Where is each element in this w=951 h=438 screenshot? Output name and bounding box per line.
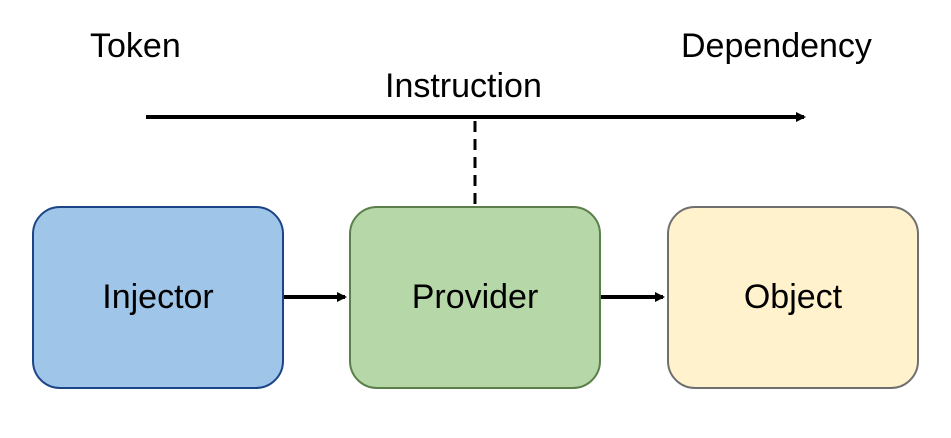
provider-node: Provider bbox=[349, 206, 601, 389]
object-node: Object bbox=[667, 206, 919, 389]
dependency-label: Dependency bbox=[681, 27, 872, 65]
token-label: Token bbox=[90, 27, 181, 65]
instruction-label: Instruction bbox=[385, 67, 542, 105]
object-node-label: Object bbox=[743, 278, 843, 316]
injector-node-label: Injector bbox=[102, 278, 214, 316]
provider-node-label: Provider bbox=[411, 278, 539, 316]
injector-node: Injector bbox=[32, 206, 284, 389]
